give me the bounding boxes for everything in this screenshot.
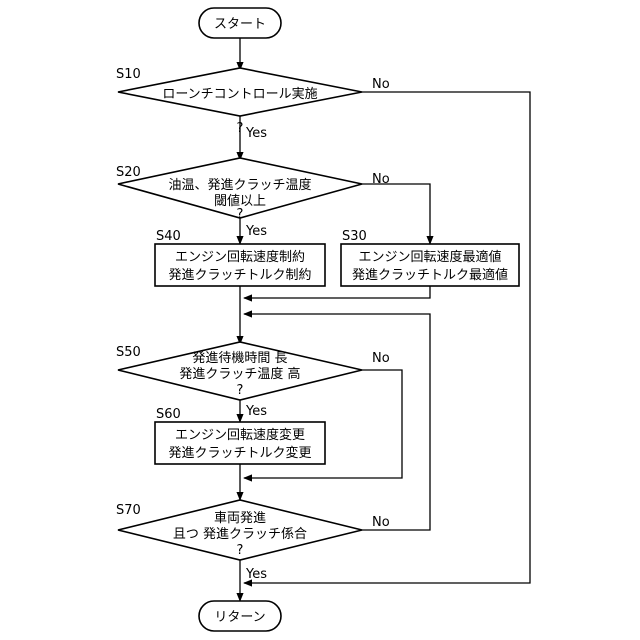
s20-no-label: No — [372, 172, 390, 187]
decision-s20: 油温、発進クラッチ温度 閾値以上 ? — [118, 158, 362, 222]
s70-no-label: No — [372, 515, 390, 530]
s70-question: ? — [237, 543, 244, 558]
s10-question: ? — [237, 121, 244, 136]
s40-step-id: S40 — [156, 229, 181, 244]
arrow-s10-no — [244, 92, 530, 583]
s20-step-id: S20 — [116, 165, 141, 180]
end-terminal: リターン — [199, 601, 281, 631]
s20-line1: 油温、発進クラッチ温度 — [168, 177, 311, 193]
s50-no-label: No — [372, 351, 390, 366]
end-label: リターン — [214, 610, 265, 625]
start-label: スタート — [214, 17, 266, 32]
s50-line2: 発進クラッチ温度 高 — [179, 366, 300, 382]
s20-yes-label: Yes — [245, 224, 267, 239]
s60-step-id: S60 — [156, 407, 181, 422]
decision-s10: ローンチコントロール実施 ? — [118, 68, 362, 136]
decision-s70: 車両発進 且つ 発進クラッチ係合 ? — [118, 500, 362, 560]
s50-step-id: S50 — [116, 345, 141, 360]
s30-line1: エンジン回転速度最適値 — [358, 249, 501, 265]
s20-question: ? — [237, 207, 244, 222]
process-s40: エンジン回転速度制約 発進クラッチトルク制約 — [155, 244, 325, 286]
s10-yes-label: Yes — [245, 126, 267, 141]
s40-line2: 発進クラッチトルク制約 — [168, 268, 311, 283]
s70-line1: 車両発進 — [214, 511, 266, 526]
s50-question: ? — [237, 383, 244, 398]
s50-yes-label: Yes — [245, 404, 267, 419]
s30-step-id: S30 — [342, 229, 367, 244]
s50-line1: 発進待機時間 長 — [192, 351, 287, 366]
s10-no-label: No — [372, 77, 390, 92]
process-s30: エンジン回転速度最適値 発進クラッチトルク最適値 — [341, 244, 519, 286]
s60-line2: 発進クラッチトルク変更 — [168, 445, 311, 461]
start-terminal: スタート — [199, 8, 281, 38]
s40-line1: エンジン回転速度制約 — [175, 249, 305, 265]
decision-s50: 発進待機時間 長 発進クラッチ温度 高 ? — [118, 342, 362, 400]
s70-step-id: S70 — [116, 503, 141, 518]
s10-step-id: S10 — [116, 67, 141, 82]
s70-yes-label: Yes — [245, 567, 267, 582]
s30-line2: 発進クラッチトルク最適値 — [352, 267, 508, 283]
s70-line2: 且つ 発進クラッチ係合 — [173, 527, 307, 542]
arrow-s30-merge — [244, 286, 430, 298]
s10-line1: ローンチコントロール実施 — [162, 86, 317, 102]
process-s60: エンジン回転速度変更 発進クラッチトルク変更 — [155, 422, 325, 464]
arrow-s20-no — [362, 184, 430, 244]
s60-line1: エンジン回転速度変更 — [175, 427, 305, 443]
